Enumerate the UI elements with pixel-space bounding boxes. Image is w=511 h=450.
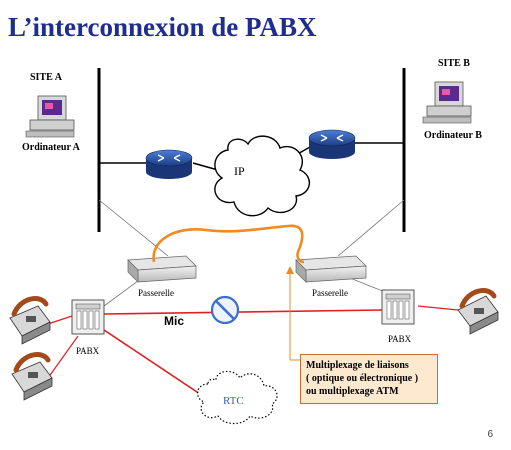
rtc-cloud-icon [197, 370, 278, 425]
site-b-label: SITE B [438, 58, 470, 69]
multiplexing-callout: Multiplexage de liaisons ( optique ou él… [300, 354, 438, 404]
page-number: 6 [487, 429, 493, 440]
site-a-label: SITE A [30, 72, 62, 83]
callout-line-2: ( optique ou électronique ) [306, 373, 419, 384]
rtc-cloud-label: RTC [223, 395, 244, 407]
computer-a-icon [25, 95, 75, 138]
pabx-right-label: PABX [388, 334, 412, 344]
red-link-phone-right [417, 305, 459, 311]
computer-b-icon [422, 81, 472, 124]
pabx-left-icon [71, 299, 105, 335]
slide-title: L’interconnexion de PABX [8, 12, 317, 42]
gateway-b-icon [295, 255, 367, 283]
link-backbone-a-gateway [98, 199, 169, 257]
computer-a-label: Ordinateur A [22, 142, 80, 153]
mic-label: Mic [164, 314, 185, 328]
optical-link [152, 224, 305, 264]
blocked-icon [210, 295, 240, 325]
pabx-left-label: PABX [76, 346, 100, 356]
callout-line-1: Multiplexage de liaisons [306, 360, 409, 371]
ip-cloud-icon [214, 135, 310, 217]
router-b-icon [308, 129, 356, 159]
router-a-icon [145, 149, 193, 179]
callout-pointer-head [286, 266, 294, 274]
red-link-phone-bottom [47, 335, 79, 379]
red-link-pabx [103, 309, 383, 315]
gateway-b-label: Passerelle [312, 288, 348, 298]
phone-left-top-icon [9, 296, 51, 345]
red-link-rtc [103, 329, 201, 395]
callout-line-3: ou multiplexage ATM [306, 386, 399, 397]
computer-b-label: Ordinateur B [424, 130, 482, 141]
link-backbone-b-gateway [337, 199, 405, 257]
phone-left-bottom-icon [11, 352, 53, 401]
ip-cloud-label: IP [234, 164, 245, 178]
gateway-a-icon [127, 255, 197, 283]
pabx-right-icon [381, 289, 415, 325]
link-gateway-a-pabx [103, 277, 143, 307]
gateway-a-label: Passerelle [138, 288, 174, 298]
phone-right-icon [457, 288, 499, 335]
